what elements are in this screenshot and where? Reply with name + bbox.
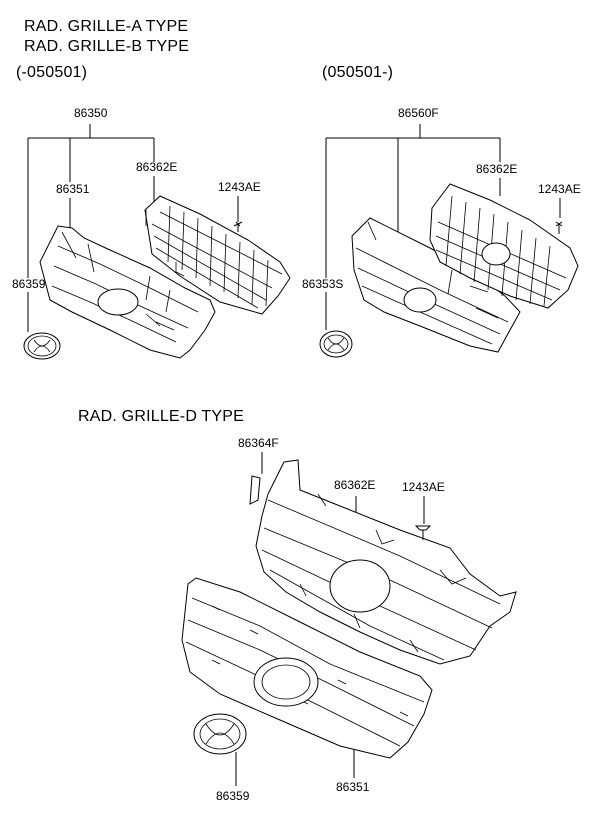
part-label-1243ae-right: 1243AE	[538, 182, 581, 196]
part-label-86362e-bottom: 86362E	[334, 478, 376, 492]
bottom-outer-emblem-ring	[253, 657, 319, 707]
bolt-icon-left	[233, 221, 243, 232]
emblem-icon-right	[319, 330, 353, 358]
right-grille-emblem	[403, 287, 437, 313]
range-before-label: (-050501)	[16, 64, 88, 81]
title-grille-a: RAD. GRILLE-A TYPE	[24, 18, 189, 35]
bottom-inner-grille	[255, 459, 517, 665]
part-label-86362e-right: 86362E	[476, 162, 518, 176]
left-inner-grille	[144, 195, 291, 315]
part-label-86353s: 86353S	[302, 277, 344, 291]
part-label-86362e-left: 86362E	[136, 160, 178, 174]
part-label-86364f: 86364F	[238, 436, 279, 450]
title-grille-d: RAD. GRILLE-D TYPE	[78, 408, 245, 425]
part-label-86350: 86350	[74, 106, 108, 120]
bottom-outer-grille	[181, 577, 433, 759]
emblem-icon-bottom	[193, 713, 247, 755]
part-label-1243ae-bottom: 1243AE	[402, 480, 445, 494]
range-after-label: (050501-)	[322, 64, 394, 81]
part-label-1243ae-left: 1243AE	[218, 180, 261, 194]
right-group-leaders	[325, 124, 561, 330]
emblem-icon-left	[23, 332, 61, 360]
left-outer-grille	[39, 225, 216, 359]
trim-strip-86364f	[249, 475, 261, 505]
part-label-86351: 86351	[56, 182, 90, 196]
part-label-86359-left: 86359	[12, 277, 46, 291]
part-label-86359-bottom: 86359	[216, 789, 250, 803]
right-inner-emblem	[481, 242, 511, 266]
bottom-inner-emblem-plate	[329, 559, 391, 613]
right-inner-grille	[429, 183, 579, 309]
bolt-icon-right	[555, 221, 563, 234]
bolt-icon-bottom	[414, 525, 432, 540]
part-label-86351-bottom: 86351	[336, 780, 370, 794]
title-grille-b: RAD. GRILLE-B TYPE	[24, 38, 190, 55]
part-label-86560f: 86560F	[398, 106, 439, 120]
left-grille-emblem-recess	[97, 288, 139, 316]
